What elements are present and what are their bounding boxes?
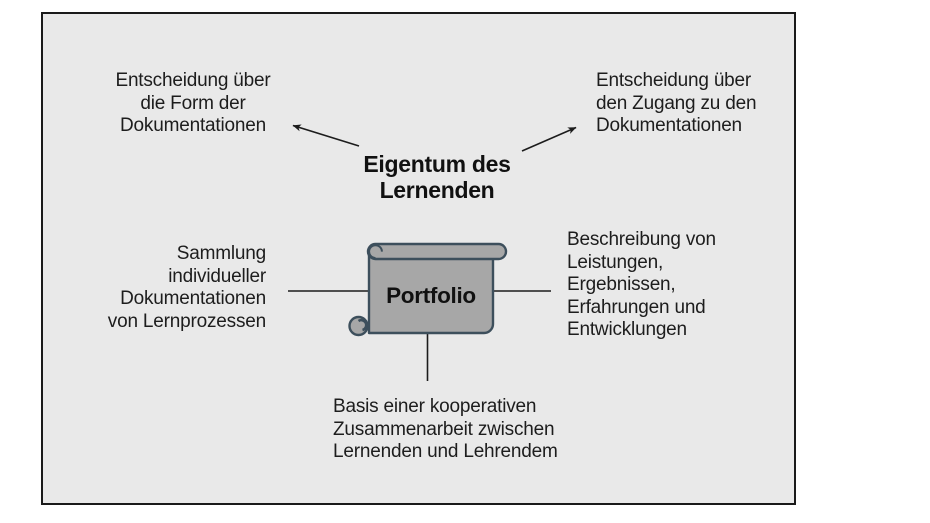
node-right-label: Beschreibung von Leistungen, Ergebnissen… (567, 229, 716, 340)
node-left-label: Sammlung individueller Dokumentationen v… (107, 243, 266, 332)
owner-title: Eigentum des Lernenden (363, 151, 511, 203)
portfolio-label: Portfolio (386, 282, 476, 308)
node-top-left-label: Entscheidung über die Form der Dokumenta… (115, 70, 271, 136)
node-top-right-label: Entscheidung über den Zugang zu den Doku… (596, 70, 757, 136)
node-bottom-label: Basis einer kooperativen Zusammenarbeit … (333, 396, 558, 462)
